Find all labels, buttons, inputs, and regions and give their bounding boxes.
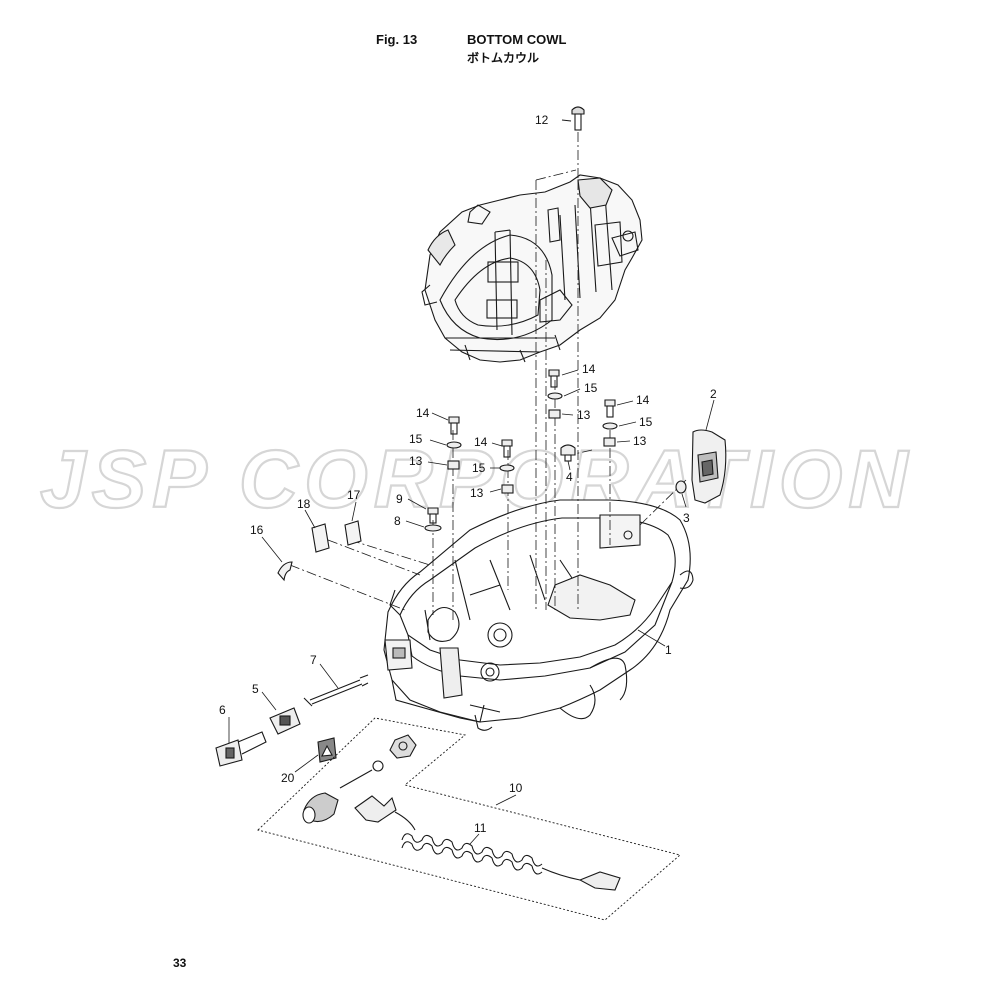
part-4-grommet bbox=[560, 444, 576, 462]
part-10-kill-switch-group-outline bbox=[257, 717, 681, 921]
watermark-text: JSP CORPORATION bbox=[40, 434, 914, 525]
bolt-stack-c bbox=[547, 369, 563, 419]
callout-14: 14 bbox=[636, 393, 650, 407]
callout-17: 17 bbox=[347, 488, 361, 502]
part-17-label bbox=[344, 520, 362, 546]
figure-label: Fig. 13 bbox=[376, 32, 418, 47]
callout-16: 16 bbox=[250, 523, 264, 537]
callout-13: 13 bbox=[633, 434, 647, 448]
callout-2: 2 bbox=[710, 387, 717, 401]
engine-assembly-illustration bbox=[421, 174, 643, 363]
leader-lines bbox=[228, 369, 715, 845]
callout-12: 12 bbox=[535, 113, 549, 127]
callout-9: 9 bbox=[396, 492, 403, 506]
part-9-bolt-and-part-8-washer bbox=[424, 507, 442, 532]
part-10-kill-switch-parts bbox=[302, 734, 417, 824]
part-20-label bbox=[317, 737, 337, 763]
callout-18: 18 bbox=[297, 497, 311, 511]
callout-6: 6 bbox=[219, 703, 226, 717]
callout-13: 13 bbox=[409, 454, 423, 468]
callout-8: 8 bbox=[394, 514, 401, 528]
callout-4: 4 bbox=[566, 470, 573, 484]
part-2-bracket bbox=[691, 429, 727, 504]
part-3-collar bbox=[675, 480, 687, 494]
callout-1: 1 bbox=[665, 643, 672, 657]
callout-20: 20 bbox=[281, 771, 295, 785]
callout-13: 13 bbox=[470, 486, 484, 500]
watermark: JSP CORPORATION bbox=[39, 433, 914, 526]
callout-14: 14 bbox=[582, 362, 596, 376]
part-1-bottom-cowl bbox=[383, 499, 694, 731]
page-number: 33 bbox=[173, 956, 187, 970]
part-16-label bbox=[277, 561, 293, 582]
part-18-label bbox=[311, 523, 330, 553]
callout-14: 14 bbox=[474, 435, 488, 449]
callout-numbers: 12 14 15 13 14 15 13 14 15 13 14 15 13 2… bbox=[219, 113, 717, 835]
callout-15: 15 bbox=[409, 432, 423, 446]
part-6-switch bbox=[215, 731, 267, 767]
part-11-lanyard bbox=[394, 811, 621, 891]
figure-header: Fig. 13 BOTTOM COWL ボトムカウル bbox=[0, 0, 1000, 80]
figure-title: BOTTOM COWL bbox=[467, 32, 567, 47]
callout-15: 15 bbox=[472, 461, 486, 475]
figure-title-japanese: ボトムカウル bbox=[467, 51, 540, 65]
callout-11: 11 bbox=[474, 821, 487, 835]
callout-13: 13 bbox=[577, 408, 591, 422]
callout-10: 10 bbox=[509, 781, 523, 795]
callout-15: 15 bbox=[639, 415, 653, 429]
part-5-holder bbox=[269, 707, 301, 735]
bolt-stack-b bbox=[499, 439, 515, 494]
callout-7: 7 bbox=[310, 653, 317, 667]
callout-3: 3 bbox=[683, 511, 690, 525]
bolt-stack-a bbox=[446, 416, 462, 470]
part-12-bolt bbox=[561, 106, 585, 131]
callout-5: 5 bbox=[252, 682, 259, 696]
callout-14: 14 bbox=[416, 406, 430, 420]
callout-15: 15 bbox=[584, 381, 598, 395]
part-7-wire bbox=[303, 674, 369, 707]
bolt-stack-d bbox=[602, 399, 618, 447]
